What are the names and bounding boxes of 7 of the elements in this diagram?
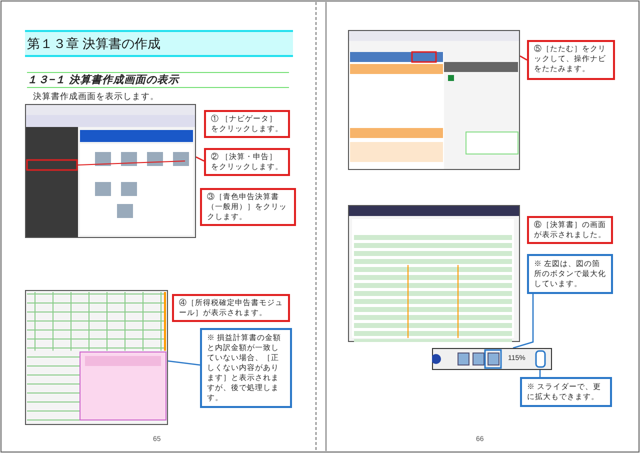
intro-text: 決算書作成画面を表示します。 xyxy=(33,91,159,101)
leader-line xyxy=(512,292,534,349)
chapter-heading: 第１３章 決算書の作成 xyxy=(25,30,293,57)
leader-line xyxy=(196,156,204,162)
leader-line xyxy=(520,55,528,61)
section-heading: １３−１ 決算書作成画面の表示 xyxy=(27,72,289,88)
leader-line xyxy=(168,360,200,366)
